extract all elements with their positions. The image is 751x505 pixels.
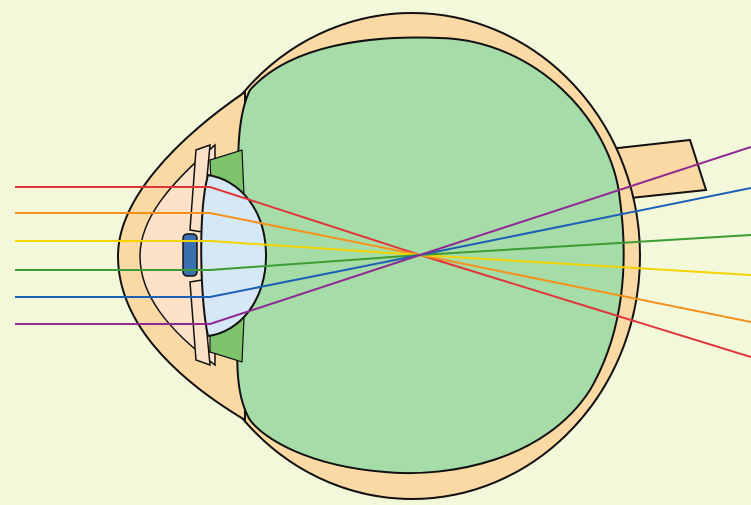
- yellow-ray: [15, 240, 751, 276]
- blue-ray: [15, 187, 751, 298]
- orange-ray: [15, 212, 751, 323]
- red-ray: [15, 186, 751, 358]
- green-ray: [15, 234, 751, 271]
- violet-ray: [15, 146, 751, 325]
- iris-lower: [189, 279, 211, 367]
- light-rays: [15, 146, 751, 358]
- pupil: [182, 233, 198, 277]
